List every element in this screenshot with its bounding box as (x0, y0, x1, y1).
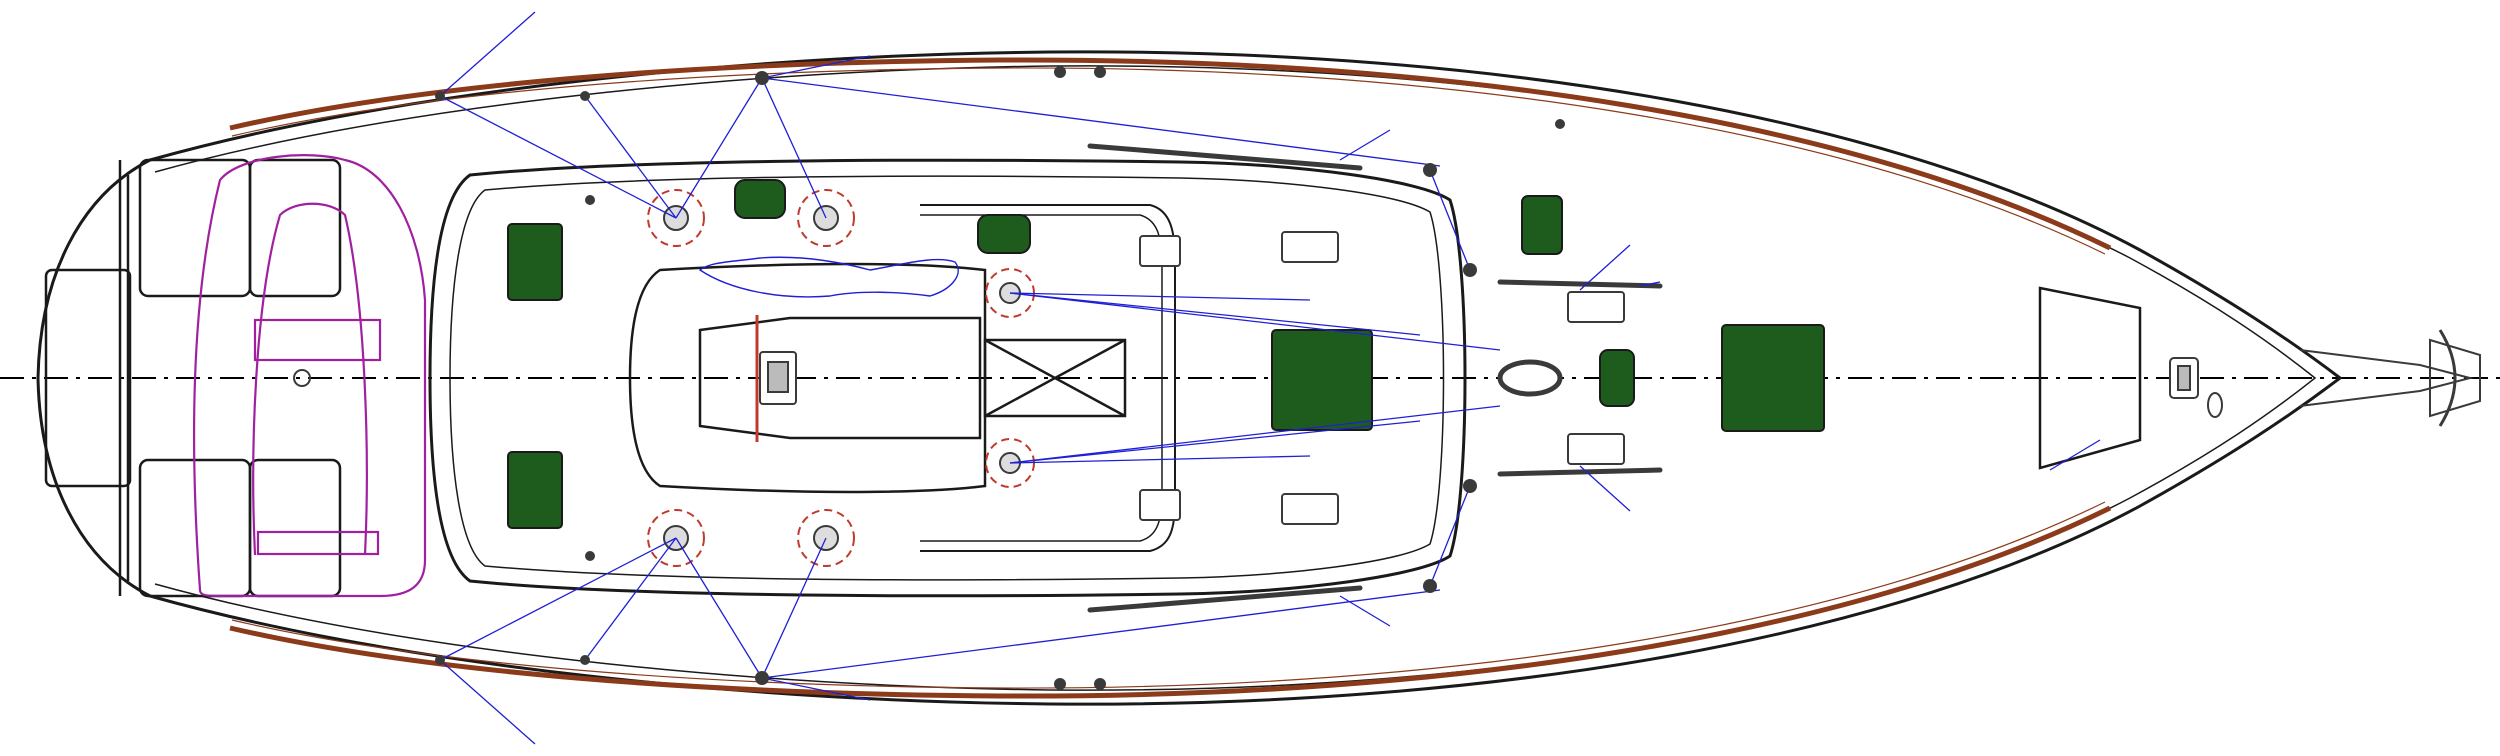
hatch (734, 179, 786, 219)
dinghy-drain (293, 369, 311, 387)
cleat (1281, 231, 1339, 263)
anchor-windlass (2169, 357, 2199, 399)
cabin-house (449, 175, 1445, 581)
hatch (507, 451, 563, 529)
cleat (1567, 291, 1625, 323)
cleat (1567, 433, 1625, 465)
hatch (977, 214, 1031, 254)
bow-roller (2299, 329, 2481, 427)
mast-step (759, 351, 797, 405)
hatch (507, 223, 563, 301)
hatch (1599, 349, 1635, 407)
dinghy-outline (192, 154, 427, 598)
bimini-figure (698, 256, 959, 298)
toe-rail-port-inner (231, 67, 2106, 255)
cleat (1139, 235, 1181, 267)
transom-seat (44, 158, 342, 598)
genoa-track (1087, 143, 1663, 613)
forepeak-hatch (2038, 286, 2142, 470)
cleat-group (1139, 231, 1625, 525)
mast-collar (1497, 359, 1563, 397)
toe-rail-port (229, 57, 2112, 251)
companionway (628, 204, 1176, 552)
toe-rail-starboard-inner (231, 501, 2106, 689)
winch (647, 189, 705, 247)
hatch (1521, 195, 1563, 255)
cleat (1139, 489, 1181, 521)
chain-pipe (2207, 392, 2223, 418)
hull-outline (36, 50, 2343, 706)
hatch (1271, 329, 1373, 431)
cockpit-coaming (428, 158, 1467, 598)
foredeck-hatch (1721, 324, 1825, 432)
rigging-lines (439, 11, 2101, 745)
stanchion-group (435, 66, 1565, 690)
cleat (1281, 493, 1339, 525)
toe-rail-starboard (229, 505, 2112, 699)
hatch-group (507, 179, 1825, 529)
